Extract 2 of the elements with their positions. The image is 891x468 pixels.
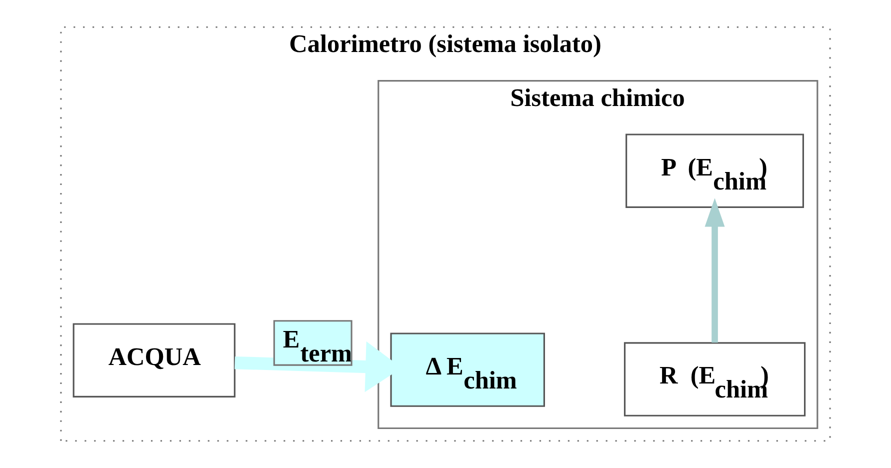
node-box: ACQUA (72, 323, 236, 398)
arrow (704, 198, 725, 343)
